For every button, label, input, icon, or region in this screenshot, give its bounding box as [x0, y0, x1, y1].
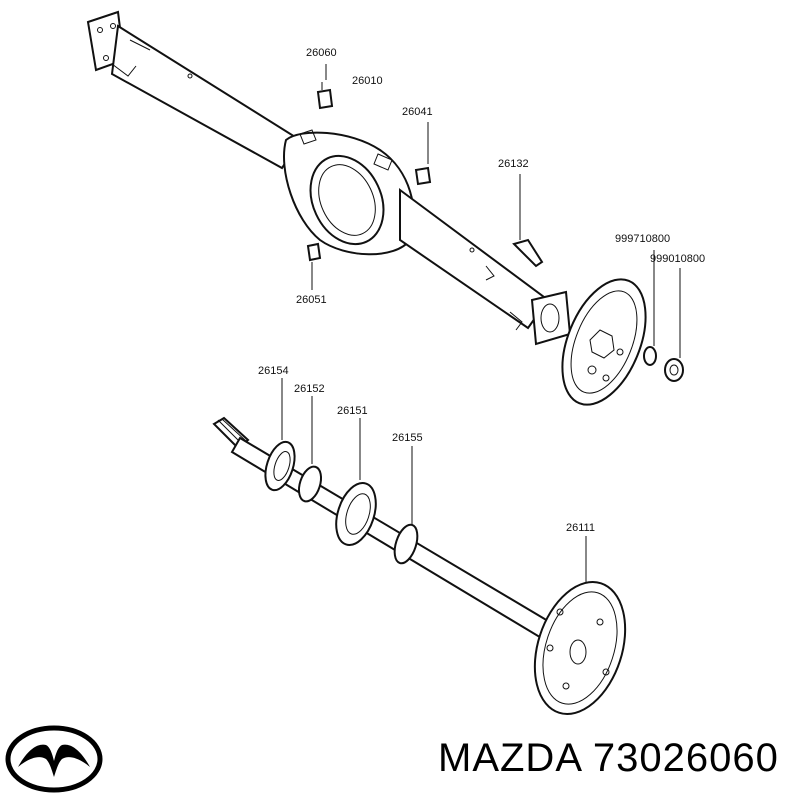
caption: MAZDA 73026060 — [438, 736, 779, 781]
label-26155: 26155 — [392, 432, 423, 444]
lock-washer — [643, 346, 657, 366]
label-26010: 26010 — [352, 75, 383, 87]
label-999710800: 999710800 — [615, 233, 670, 245]
oil-seal — [393, 523, 419, 565]
filler-plug — [414, 166, 432, 186]
brand-name: MAZDA — [438, 736, 581, 780]
label-26051: 26051 — [296, 294, 327, 306]
bearing-retainer-ring — [264, 440, 296, 492]
label-26041: 26041 — [402, 106, 433, 118]
label-999010800: 999010800 — [650, 253, 705, 265]
label-26154: 26154 — [258, 365, 289, 377]
breather-plug — [316, 82, 334, 110]
label-26132: 26132 — [498, 158, 529, 170]
label-26060: 26060 — [306, 47, 337, 59]
wheel-bearing — [335, 482, 377, 546]
stud-bolt — [512, 238, 544, 268]
leader-lines — [281, 64, 681, 582]
axle-housing — [86, 10, 572, 346]
drain-plug — [306, 242, 322, 262]
part-labels: 26060 26010 26041 26132 999710800 999010… — [258, 47, 705, 534]
label-26152: 26152 — [294, 383, 325, 395]
spacer-collar — [297, 465, 323, 503]
label-26151: 26151 — [337, 405, 368, 417]
part-number: 73026060 — [592, 736, 779, 780]
mazda-logo — [5, 725, 103, 793]
backing-plate — [561, 278, 647, 406]
label-26111: 26111 — [566, 522, 595, 534]
hex-nut — [664, 358, 684, 382]
